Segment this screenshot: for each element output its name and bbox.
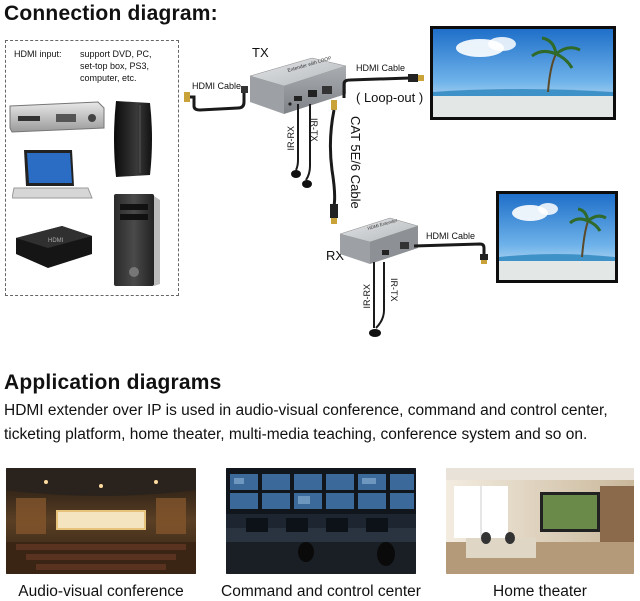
loop-out-label: ( Loop-out ): [356, 90, 424, 105]
application-description-line-2: ticketing platform, home theater, multi-…: [4, 426, 588, 443]
hdmi-input-desc-3: computer, etc.: [80, 73, 137, 83]
rx-ir-cables: [369, 262, 385, 337]
dvd-player-icon: [9, 101, 105, 133]
home-theater-photo: [446, 468, 634, 574]
command-control-center-photo: [226, 468, 416, 574]
application-diagrams-title: Application diagrams: [4, 371, 222, 394]
tx-ir-rx-label: IR-RX: [286, 126, 296, 151]
tv-bottom-icon: [496, 191, 618, 283]
connection-diagram-title: Connection diagram:: [4, 2, 218, 25]
audio-visual-conference-photo: [6, 468, 196, 574]
tx-label: TX: [252, 45, 269, 60]
hdmi-cable-left-label: HDMI Cable: [192, 81, 242, 91]
hdmi-cable-top-right-label: HDMI Cable: [356, 63, 406, 73]
tv-top-icon: [430, 26, 616, 120]
hdmi-cable-left: [184, 86, 248, 112]
caption-home-theater: Home theater: [493, 583, 587, 600]
rx-label: RX: [326, 248, 345, 263]
tx-extender-device: Extender with LOOP: [249, 56, 347, 114]
hdmi-cable-rx-right-label: HDMI Cable: [426, 231, 476, 241]
computer-tower-icon: [114, 194, 160, 286]
application-description: HDMI extender over IP is used in audio-v…: [4, 399, 638, 447]
cat-cable: [328, 100, 338, 224]
rx-ir-tx-label: IR-TX: [389, 278, 399, 302]
tx-ir-tx-label: IR-TX: [309, 118, 319, 142]
hdmi-input-label: HDMI input:: [14, 49, 62, 59]
application-description-line-1: HDMI extender over IP is used in audio-v…: [4, 402, 608, 419]
tx-ir-cables: [291, 104, 312, 188]
set-top-box-icon: HDMI: [16, 226, 92, 268]
caption-audio-visual-conference: Audio-visual conference: [18, 583, 184, 600]
ps3-console-icon: [114, 101, 152, 177]
hdmi-cable-rx: [413, 242, 488, 264]
hdmi-cable-loop-out: [342, 74, 424, 98]
rx-extender-device: HDMI Extender: [339, 218, 419, 264]
hdmi-input-desc-2: set-top box, PS3,: [80, 61, 150, 71]
cat-cable-label: CAT 5E/6 Cable: [348, 116, 363, 209]
rx-ir-rx-label: IR-RX: [362, 284, 372, 309]
hdmi-input-desc-1: support DVD, PC,: [80, 49, 152, 59]
laptop-icon: [12, 150, 93, 199]
caption-command-control-center: Command and control center: [221, 583, 421, 600]
source-devices-box: [5, 40, 179, 296]
svg-text:HDMI: HDMI: [48, 238, 64, 244]
